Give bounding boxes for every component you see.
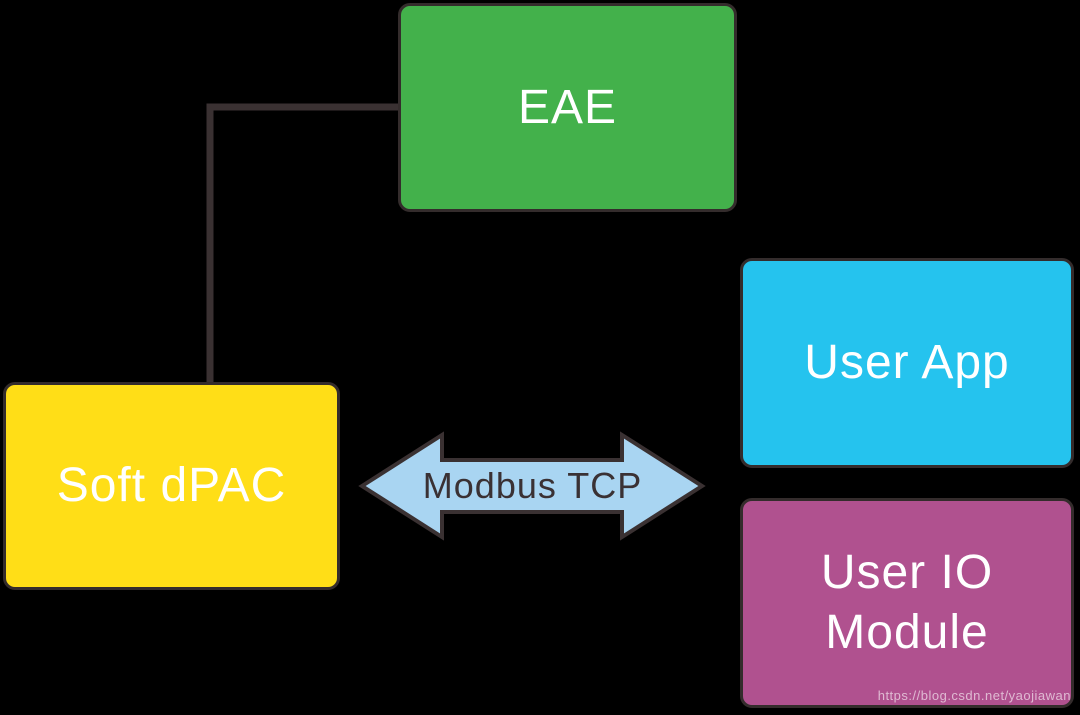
node-eae-label: EAE [517,80,618,134]
node-user-app-label: User App [804,336,1010,389]
node-user-app: User App [740,258,1074,468]
double-arrow-icon [358,431,706,541]
node-soft-dpac: Soft dPAC [3,382,340,590]
node-soft-dpac-label: Soft dPAC [56,459,287,512]
node-user-io-module-label: User IO Module [820,546,994,659]
node-user-io-module: User IO Module [740,498,1074,708]
eae-softdpac-connector-line [206,103,400,383]
csdn-watermark: https://blog.csdn.net/yaojiawan [877,688,1071,703]
node-eae: EAE [398,3,737,212]
modbus-tcp-arrow-label: Modbus TCP [422,465,643,506]
